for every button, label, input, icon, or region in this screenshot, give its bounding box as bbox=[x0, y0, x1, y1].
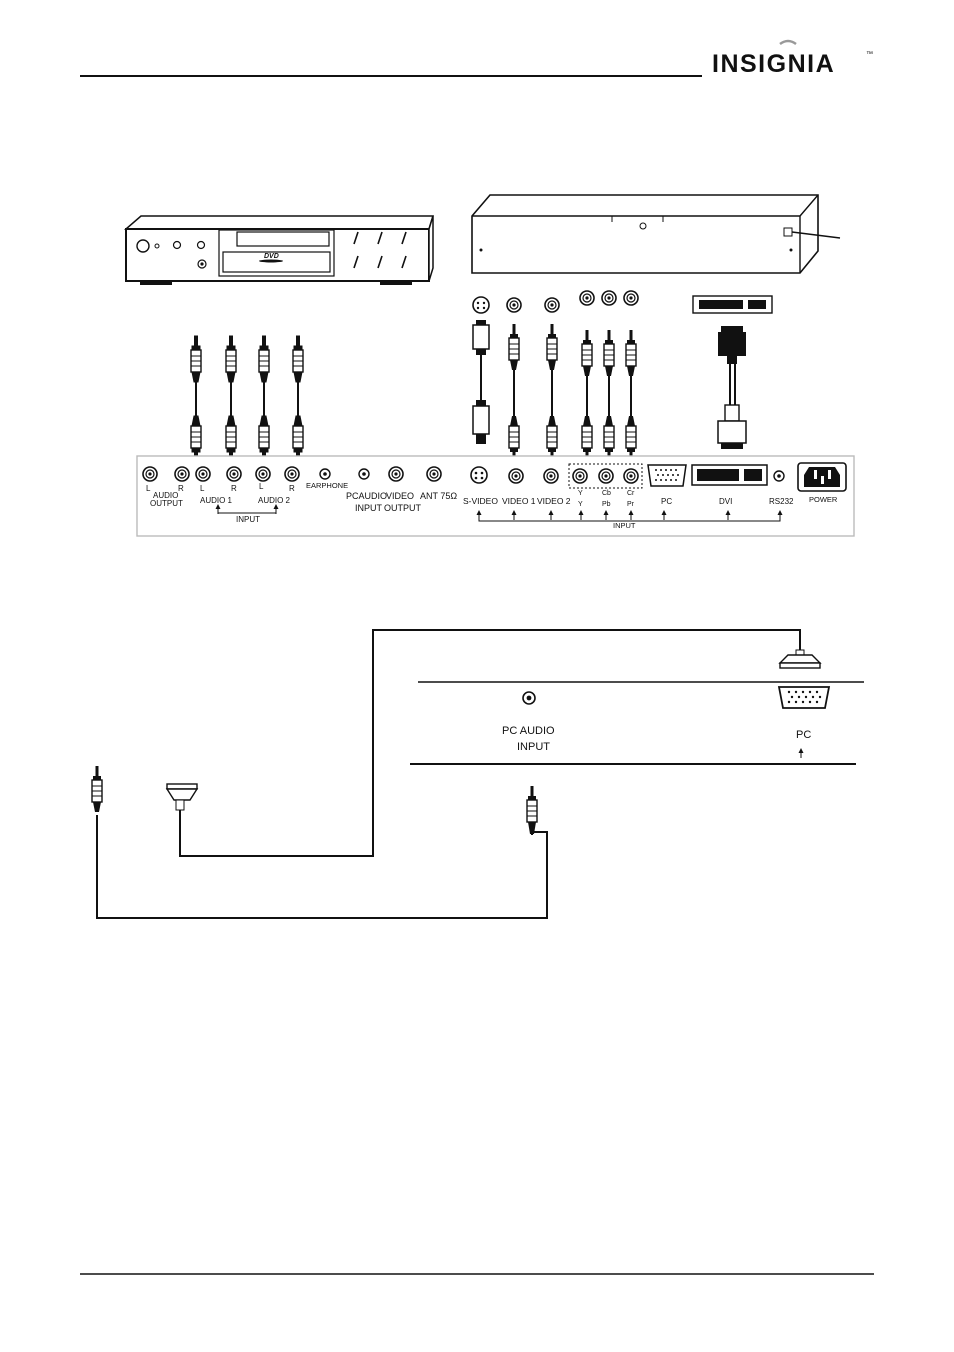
pc-audio-label-2: INPUT bbox=[355, 503, 383, 513]
component-top-y: Y bbox=[578, 490, 583, 497]
dvd-player: DVD bbox=[123, 215, 435, 285]
power-button-icon bbox=[136, 239, 150, 253]
detail-pc-label: PC bbox=[796, 729, 811, 741]
component-bottom-pr: Pr bbox=[627, 501, 635, 508]
video1-cable bbox=[508, 323, 520, 463]
rs232-port bbox=[773, 470, 785, 482]
audio1-r-label: R bbox=[231, 484, 237, 493]
video-input-label: INPUT bbox=[613, 521, 636, 530]
brand-trademark: ™ bbox=[866, 51, 873, 58]
device-output-jacks bbox=[472, 290, 773, 314]
component-top-cb: Cb bbox=[602, 490, 611, 497]
power-socket bbox=[797, 462, 847, 492]
video-output-label-2: OUTPUT bbox=[384, 503, 422, 513]
power-label: POWER bbox=[809, 495, 838, 504]
audio-output-r-label: R bbox=[178, 484, 184, 493]
pr-out-jack bbox=[623, 290, 639, 306]
audio-cable-4 bbox=[292, 335, 304, 463]
pc-label: PC bbox=[661, 497, 672, 506]
pc-vga-port bbox=[647, 464, 687, 487]
audio2-r-jack bbox=[284, 466, 300, 482]
insignia-logo: INSIGNIA ™ bbox=[712, 39, 873, 78]
dvi-out-port bbox=[692, 295, 773, 314]
component-y-cable bbox=[581, 329, 593, 463]
component-group-box bbox=[568, 463, 643, 489]
component-pb-cable bbox=[603, 329, 615, 463]
audio-output-label-2: OUTPUT bbox=[150, 499, 183, 508]
dvd-logo-text: DVD bbox=[264, 253, 279, 260]
component-pr-cable bbox=[625, 329, 637, 463]
pc-detail-panel: PC AUDIO INPUT PC bbox=[410, 681, 864, 765]
vga-cable bbox=[165, 629, 822, 857]
detail-pc-audio-jack bbox=[522, 691, 536, 705]
component-bottom-pb: Pb bbox=[602, 501, 611, 508]
audio-output-l-label: L bbox=[146, 484, 151, 493]
audio-output-l-jack bbox=[142, 466, 158, 482]
audio1-label: AUDIO 1 bbox=[200, 496, 233, 505]
component-y-jack bbox=[572, 468, 588, 484]
antenna-label: ANT 75Ω bbox=[420, 491, 457, 501]
external-device-box bbox=[471, 194, 841, 274]
dvi-label: DVI bbox=[719, 497, 732, 506]
video2-label: VIDEO 2 bbox=[537, 496, 571, 506]
panel-jacks bbox=[142, 462, 847, 492]
dvd-display bbox=[236, 231, 330, 247]
video-cables bbox=[508, 323, 637, 463]
audio1-r-jack bbox=[226, 466, 242, 482]
rs232-label: RS232 bbox=[769, 497, 794, 506]
audio-cable-2 bbox=[225, 335, 237, 463]
video1-label: VIDEO 1 bbox=[502, 496, 536, 506]
component-pb-jack bbox=[598, 468, 614, 484]
audio2-label: AUDIO 2 bbox=[258, 496, 291, 505]
pb-out-jack bbox=[601, 290, 617, 306]
svideo-cable bbox=[472, 320, 490, 444]
audio2-r-label: R bbox=[289, 484, 295, 493]
audio-cable-3 bbox=[258, 335, 270, 463]
dvi-cable bbox=[717, 326, 747, 449]
pc-audio-label-1: PCAUDIO bbox=[346, 491, 387, 501]
brand-name: INSIGNIA bbox=[712, 50, 835, 78]
audio1-l-jack bbox=[195, 466, 211, 482]
component-top-cr: Cr bbox=[627, 490, 635, 497]
svideo-out-jack bbox=[472, 296, 490, 314]
video2-cable bbox=[546, 323, 558, 463]
audio-cable-1 bbox=[190, 335, 202, 463]
video1-in-jack bbox=[508, 468, 524, 484]
audio-output-label-1: AUDIO bbox=[153, 491, 178, 500]
video-output-jack bbox=[388, 466, 404, 482]
detail-vga-port bbox=[777, 686, 831, 709]
audio-cables bbox=[190, 335, 304, 463]
svideo-in-jack bbox=[470, 466, 488, 484]
svideo-label: S-VIDEO bbox=[463, 496, 498, 506]
antenna-jack bbox=[426, 466, 442, 482]
audio1-l-label: L bbox=[200, 484, 205, 493]
detail-pc-audio-label-2: INPUT bbox=[517, 741, 550, 753]
logo-arc-icon bbox=[779, 39, 797, 46]
earphone-jack bbox=[319, 468, 331, 480]
video1-out-jack bbox=[506, 297, 522, 313]
audio-input-label: INPUT bbox=[236, 515, 260, 524]
component-bottom-y: Y bbox=[578, 501, 583, 508]
audio2-l-label: L bbox=[259, 482, 264, 491]
audio2-l-jack bbox=[255, 466, 271, 482]
earphone-label: EARPHONE bbox=[306, 481, 348, 490]
pc-audio-input-jack bbox=[358, 468, 370, 480]
panel-labels: L R AUDIO OUTPUT L R L R AUDIO 1 AUDIO 2… bbox=[146, 481, 838, 530]
video-output-label-1: VIDEO bbox=[386, 491, 414, 501]
audio-output-r-jack bbox=[174, 466, 190, 482]
pc-audio-cable bbox=[91, 765, 548, 919]
dvd-control-buttons bbox=[353, 231, 407, 269]
detail-pc-audio-label-1: PC AUDIO bbox=[502, 725, 555, 737]
component-pr-jack bbox=[623, 468, 639, 484]
video2-in-jack bbox=[543, 468, 559, 484]
dvi-in-port bbox=[691, 464, 768, 486]
video2-out-jack bbox=[544, 297, 560, 313]
y-out-jack bbox=[579, 290, 595, 306]
